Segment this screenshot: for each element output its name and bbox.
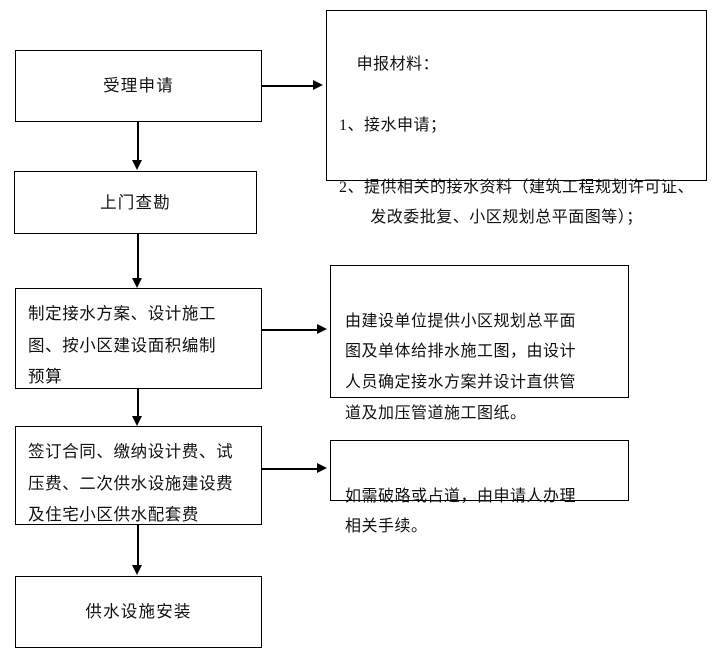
process-node-accept-application[interactable]: 受理申请	[15, 50, 262, 122]
connector-arrowhead-plan-to-contract	[132, 416, 142, 426]
connector-arrowhead-accept-to-survey	[132, 160, 142, 170]
process-node-site-survey[interactable]: 上门查勘	[14, 171, 257, 234]
note-text: 由建设单位提供小区规划总平面 图及单体给排水施工图，由设计 人员确定接水方案并设…	[345, 312, 577, 422]
connector-arrowhead-survey-to-plan	[132, 278, 142, 288]
connector-arrowhead-accept-to-materials	[313, 80, 323, 90]
node-label: 上门查勘	[100, 192, 171, 212]
connector-line-survey-to-plan	[137, 234, 139, 279]
process-node-plan-design-budget[interactable]: 制定接水方案、设计施工 图、按小区建设面积编制 预算	[15, 288, 262, 389]
note-item: 2、提供相关的接水资料（建筑工程规划许可证、发改委批复、小区规划总平面图等）；	[339, 178, 695, 227]
connector-line-contract-to-install	[137, 525, 139, 566]
node-label: 供水设施安装	[85, 602, 192, 622]
connector-line-accept-to-survey	[137, 122, 139, 162]
node-label: 签订合同、缴纳设计费、试 压费、二次供水设施建设费 及住宅小区供水配套费	[28, 442, 234, 525]
connector-line-accept-to-materials	[262, 85, 314, 87]
connector-line-contract-to-permit	[262, 468, 318, 470]
note-application-materials[interactable]: 申报材料： 1、接水申请； 2、提供相关的接水资料（建筑工程规划许可证、发改委批…	[326, 10, 707, 288]
connector-arrowhead-contract-to-permit	[317, 463, 327, 473]
connector-line-plan-to-contract	[137, 389, 139, 417]
node-label: 制定接水方案、设计施工 图、按小区建设面积编制 预算	[28, 304, 217, 387]
note-heading: 申报材料：	[356, 55, 440, 73]
connector-arrowhead-contract-to-install	[132, 565, 142, 575]
process-node-facility-installation[interactable]: 供水设施安装	[15, 576, 262, 648]
note-design-drawings[interactable]: 由建设单位提供小区规划总平面 图及单体给排水施工图，由设计 人员确定接水方案并设…	[330, 265, 629, 422]
note-text: 如需破路或占道，由申请人办理 相关手续。	[345, 487, 577, 536]
node-label: 受理申请	[103, 76, 174, 96]
note-item: 1、接水申请；	[339, 117, 447, 135]
note-road-permit[interactable]: 如需破路或占道，由申请人办理 相关手续。	[330, 440, 629, 535]
connector-arrowhead-plan-to-drawings	[317, 324, 327, 334]
connector-line-plan-to-drawings	[262, 329, 318, 331]
process-node-contract-and-fees[interactable]: 签订合同、缴纳设计费、试 压费、二次供水设施建设费 及住宅小区供水配套费	[15, 426, 262, 525]
